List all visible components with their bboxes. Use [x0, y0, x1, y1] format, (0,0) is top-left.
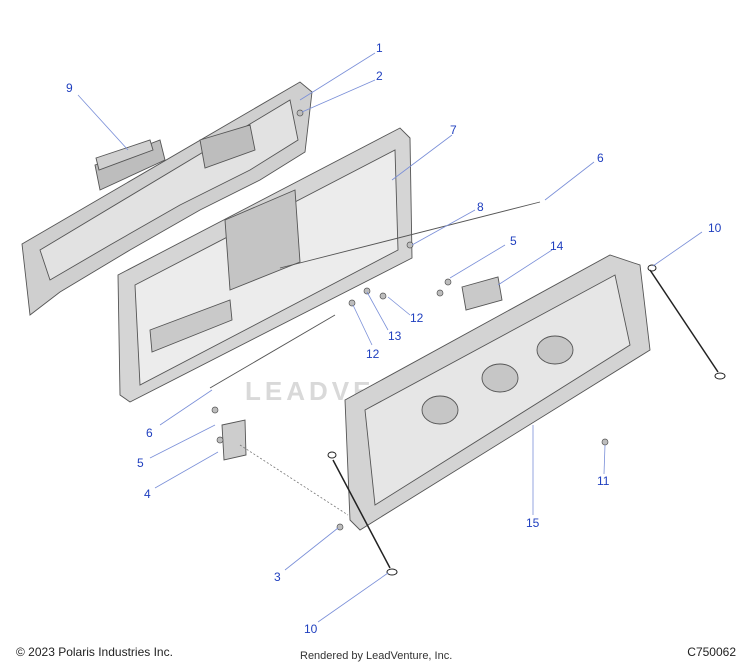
part-fasteners: [211, 109, 609, 531]
rendered-by-text: Rendered by LeadVenture, Inc.: [300, 650, 453, 662]
callout-8[interactable]: 8: [477, 200, 484, 214]
part-hinge: [221, 419, 349, 516]
callout-15[interactable]: 15: [526, 516, 540, 530]
callout-10-top[interactable]: 10: [708, 221, 722, 235]
callout-7[interactable]: 7: [450, 123, 457, 137]
part-tailgate-panel: [344, 254, 651, 531]
callout-12-right[interactable]: 12: [410, 311, 424, 325]
callout-13[interactable]: 13: [388, 329, 402, 343]
callout-5-bottom[interactable]: 5: [137, 456, 144, 470]
part-bracket: [95, 139, 154, 171]
callout-12-left[interactable]: 12: [366, 347, 380, 361]
callout-9[interactable]: 9: [66, 81, 73, 95]
callout-5-top[interactable]: 5: [510, 234, 517, 248]
part-inner-frame: [117, 127, 413, 403]
callout-6-top[interactable]: 6: [597, 151, 604, 165]
callout-4[interactable]: 4: [144, 487, 151, 501]
callouts: 1 2 9 7 6 8 5 14 10 12 13 12 6 5 4 11 15…: [66, 41, 722, 636]
callout-1[interactable]: 1: [376, 41, 383, 55]
callout-6-bottom[interactable]: 6: [146, 426, 153, 440]
callout-14[interactable]: 14: [550, 239, 564, 253]
part-outer-panel: [21, 81, 313, 316]
copyright-text: © 2023 Polaris Industries Inc.: [16, 645, 173, 659]
callout-3[interactable]: 3: [274, 570, 281, 584]
leader-lines: [77, 52, 703, 623]
drawing-id: C750062: [687, 645, 736, 659]
part-cables: [327, 264, 726, 576]
part-rods: [209, 201, 541, 389]
callout-2[interactable]: 2: [376, 69, 383, 83]
callout-10-bottom[interactable]: 10: [304, 622, 318, 636]
callout-11[interactable]: 11: [597, 474, 610, 488]
part-latch: [461, 276, 503, 311]
